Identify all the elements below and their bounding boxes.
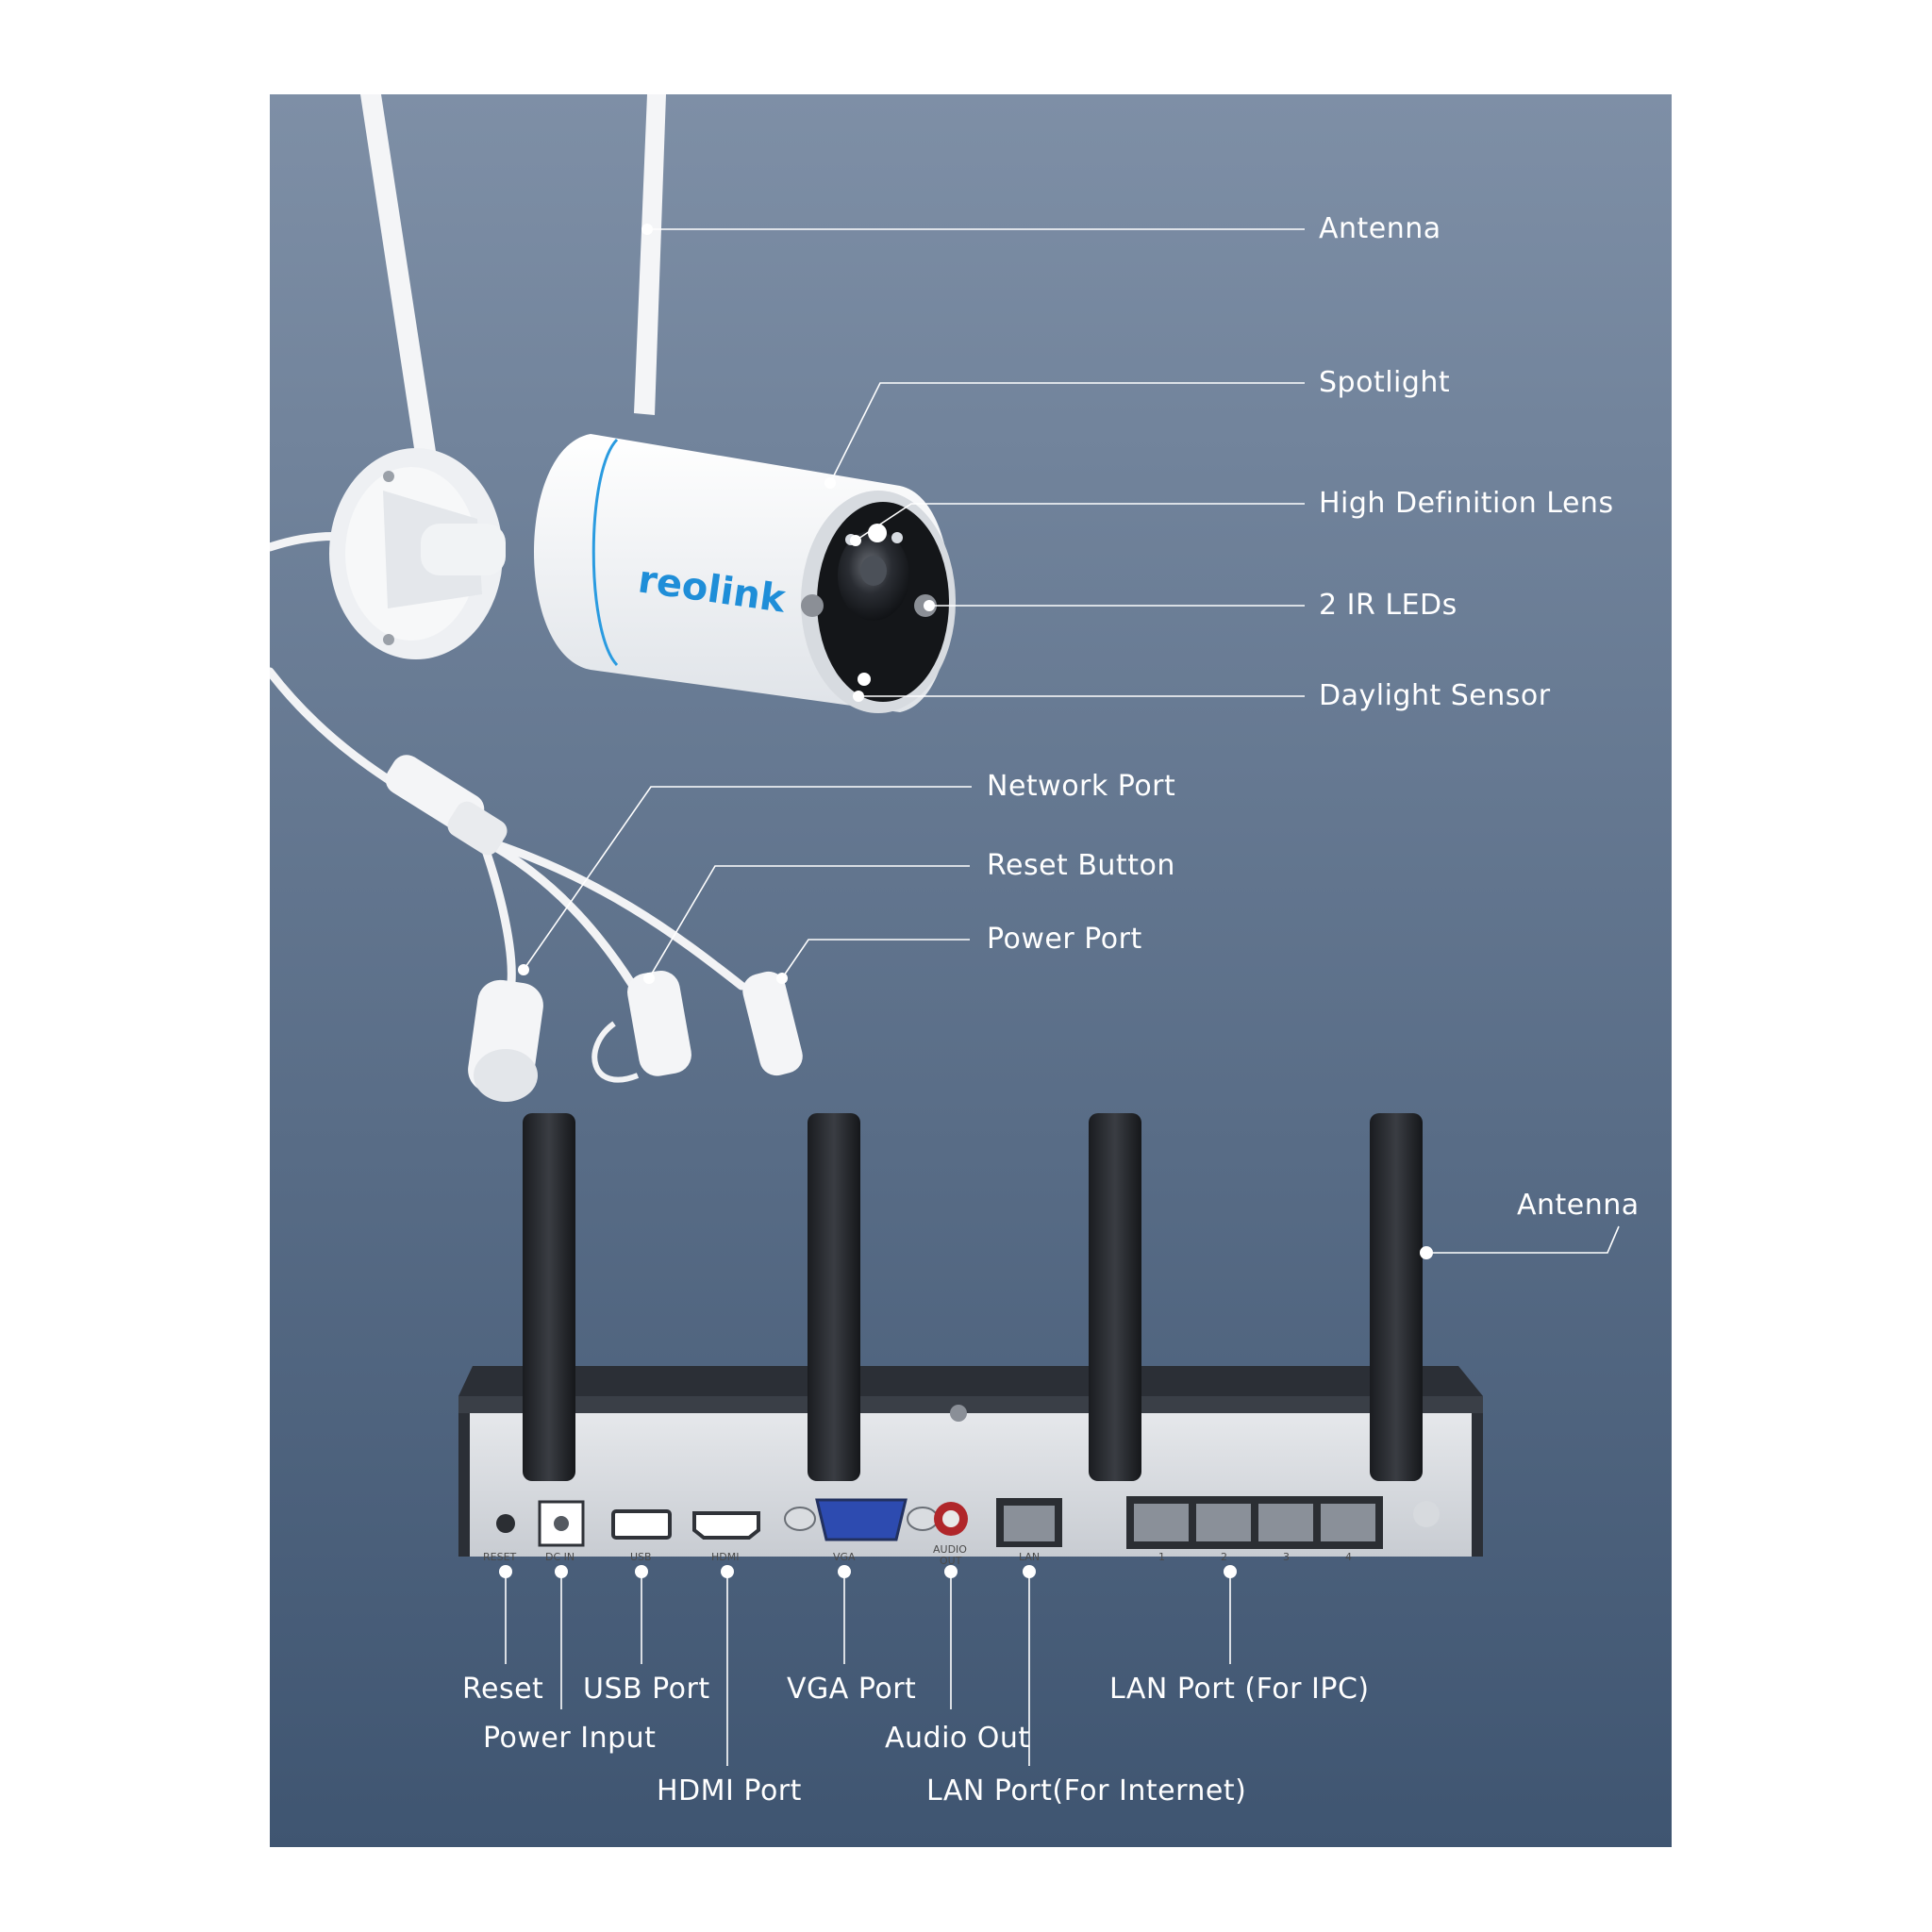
label-reset-button: Reset Button [987,849,1175,882]
label-power-input: Power Input [483,1722,657,1755]
port-text-vga: VGA [833,1551,856,1563]
port-text-lan-1: 1 [1158,1551,1165,1563]
nvr-callout-lines [505,1225,1620,1766]
wall-mount [329,448,506,659]
port-text-usb: USB [630,1551,652,1563]
diagram-graphics [270,94,1672,1847]
label-power-port: Power Port [987,923,1142,956]
port-text-lan-2: 2 [1221,1551,1227,1563]
port-text-lan-3: 3 [1283,1551,1290,1563]
cable-splitter [385,755,508,856]
camera-body [534,434,956,713]
nvr-top [458,1366,1483,1396]
port-text-dc-in: DC IN [545,1551,575,1563]
label-hdmi-port: HDMI Port [657,1774,802,1807]
label-ir-leds: 2 IR LEDs [1319,589,1457,622]
label-daylight-sensor: Daylight Sensor [1319,679,1551,712]
label-audio-out: Audio Out [885,1722,1030,1755]
label-lan-internet: LAN Port(For Internet) [926,1774,1247,1807]
label-lan-ipc: LAN Port (For IPC) [1109,1673,1370,1706]
label-antenna: Antenna [1319,212,1441,245]
label-spotlight: Spotlight [1319,366,1451,399]
port-text-lan-4: 4 [1345,1551,1352,1563]
nvr-antennas [523,1113,1423,1481]
port-text-lan: LAN [1019,1551,1041,1563]
power-connector [742,971,803,1076]
label-nvr-antenna: Antenna [1517,1189,1640,1222]
nvr-ports [496,1496,1440,1549]
camera-antennas [360,94,666,541]
label-network-port: Network Port [987,770,1176,803]
reset-connector [591,970,691,1083]
port-text-reset: RESET [483,1551,517,1563]
background [270,94,1672,1847]
product-diagram-panel: reolink Antenna Spotlight High Definitio… [270,94,1672,1847]
port-text-out: OUT [940,1555,962,1567]
port-text-hdmi: HDMI [711,1551,740,1563]
label-vga-port: VGA Port [787,1673,917,1706]
camera-callout-dots [518,224,935,984]
camera-callout-lines [523,228,1305,979]
network-connector [468,979,543,1102]
label-hd-lens: High Definition Lens [1319,487,1614,520]
nvr-callout-dots [499,1246,1433,1578]
label-usb-port: USB Port [583,1673,710,1706]
label-reset: Reset [462,1673,544,1706]
port-text-audio: AUDIO [933,1543,967,1556]
